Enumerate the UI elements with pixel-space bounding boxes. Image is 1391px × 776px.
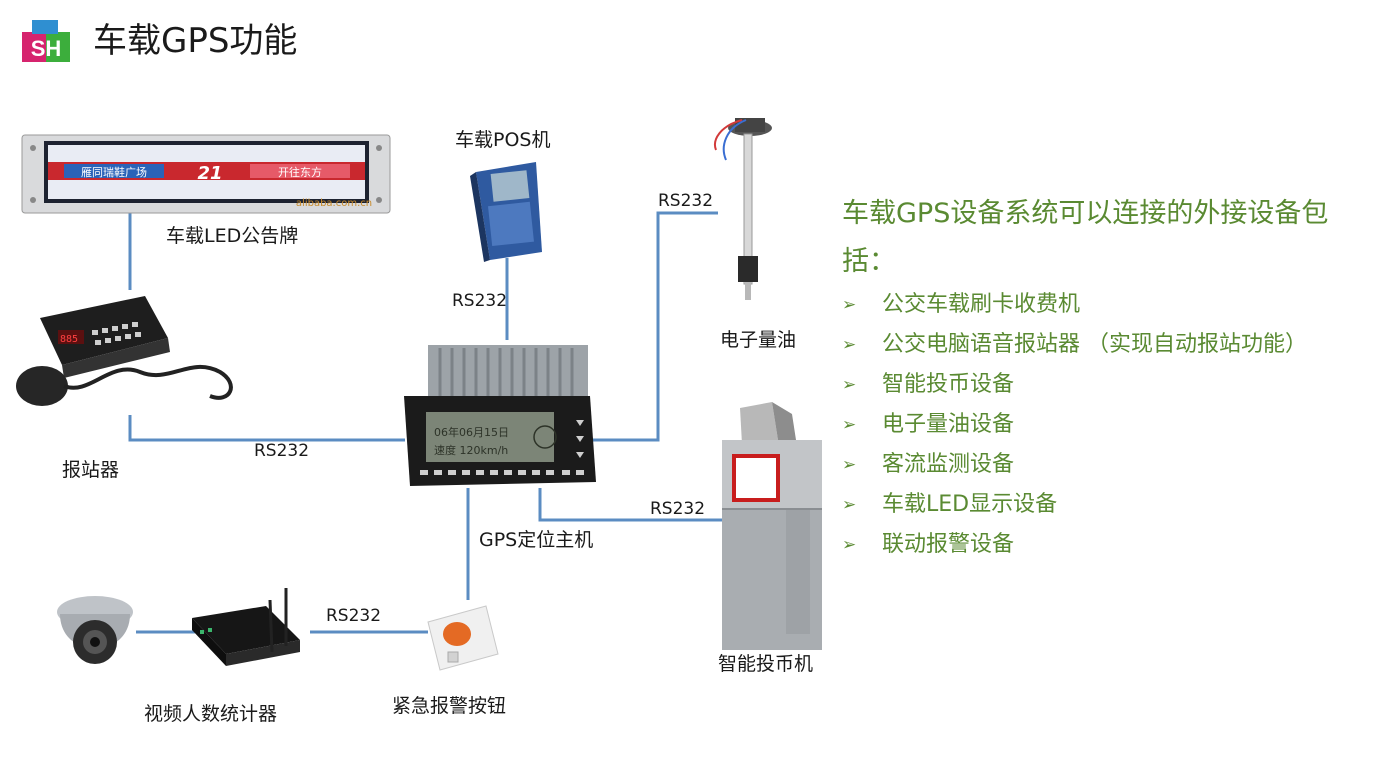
- list-item: ➢车载LED显示设备: [842, 485, 1307, 525]
- list-item: ➢智能投币设备: [842, 365, 1307, 405]
- rs232-alarm-label: RS232: [326, 606, 382, 626]
- rs232-fuel-label: RS232: [658, 191, 714, 211]
- line-host-to-coin: [538, 488, 722, 522]
- counter-label: 视频人数统计器: [144, 703, 278, 725]
- coin-box-label: 智能投币机: [718, 653, 814, 675]
- intro-text: 车载GPS设备系统可以连接的外接设备包括：: [842, 198, 1329, 277]
- alarm-button-image: [427, 605, 499, 671]
- fuel-sensor-label: 电子量油: [720, 329, 797, 351]
- svg-text:21: 21: [197, 163, 222, 184]
- svg-text:alibaba.com.cn: alibaba.com.cn: [296, 198, 372, 209]
- svg-text:速度 120km/h: 速度 120km/h: [434, 443, 508, 457]
- list-item: ➢联动报警设备: [842, 525, 1307, 565]
- line-host-to-fuel: [588, 211, 718, 442]
- announcer-image: 885: [16, 296, 233, 406]
- arrow-bullet-icon: ➢: [842, 335, 857, 355]
- passenger-counter-image: [192, 588, 300, 666]
- svg-text:开往东方: 开往东方: [278, 165, 322, 179]
- arrow-bullet-icon: ➢: [842, 415, 857, 435]
- arrow-bullet-icon: ➢: [842, 375, 857, 395]
- rs232-pos-label: RS232: [452, 291, 508, 311]
- svg-text:885: 885: [60, 334, 78, 345]
- list-item: ➢ 公交车载刷卡收费机: [842, 285, 1307, 325]
- svg-text:雁同瑞鞋广场: 雁同瑞鞋广场: [81, 165, 147, 179]
- svg-text:06年06月15日: 06年06月15日: [434, 425, 509, 439]
- arrow-bullet-icon: ➢: [842, 295, 857, 315]
- line-announcer-to-host: [128, 415, 405, 442]
- gps-host-image: 06年06月15日 速度 120km/h: [404, 345, 596, 486]
- rs232-coin-label: RS232: [650, 499, 706, 519]
- pos-image: [470, 162, 542, 262]
- coin-box-image: [722, 402, 822, 650]
- list-item: ➢电子量油设备: [842, 405, 1307, 445]
- connection-lines: [128, 210, 722, 634]
- page-title: 车载GPS功能: [93, 21, 298, 61]
- arrow-bullet-icon: ➢: [842, 455, 857, 475]
- company-logo: SH: [22, 20, 70, 62]
- pos-label: 车载POS机: [455, 129, 551, 151]
- led-board-image: 雁同瑞鞋广场 21 开往东方 alibaba.com.cn: [21, 134, 391, 214]
- feature-list: ➢ 公交车载刷卡收费机 ➢公交电脑语音报站器 （实现自动报站功能） ➢智能投币设…: [842, 285, 1307, 565]
- list-item: ➢客流监测设备: [842, 445, 1307, 485]
- alarm-label: 紧急报警按钮: [392, 695, 507, 717]
- fuel-sensor-image: [714, 118, 772, 300]
- arrow-bullet-icon: ➢: [842, 495, 857, 515]
- svg-text:SH: SH: [31, 36, 62, 61]
- gps-host-label: GPS定位主机: [479, 529, 594, 551]
- led-board-label: 车载LED公告牌: [166, 225, 299, 247]
- arrow-bullet-icon: ➢: [842, 535, 857, 555]
- rs232-announcer-label: RS232: [254, 441, 310, 461]
- announcer-label: 报站器: [62, 459, 120, 481]
- dome-camera-image: [57, 596, 133, 664]
- list-item: ➢公交电脑语音报站器 （实现自动报站功能）: [842, 325, 1307, 365]
